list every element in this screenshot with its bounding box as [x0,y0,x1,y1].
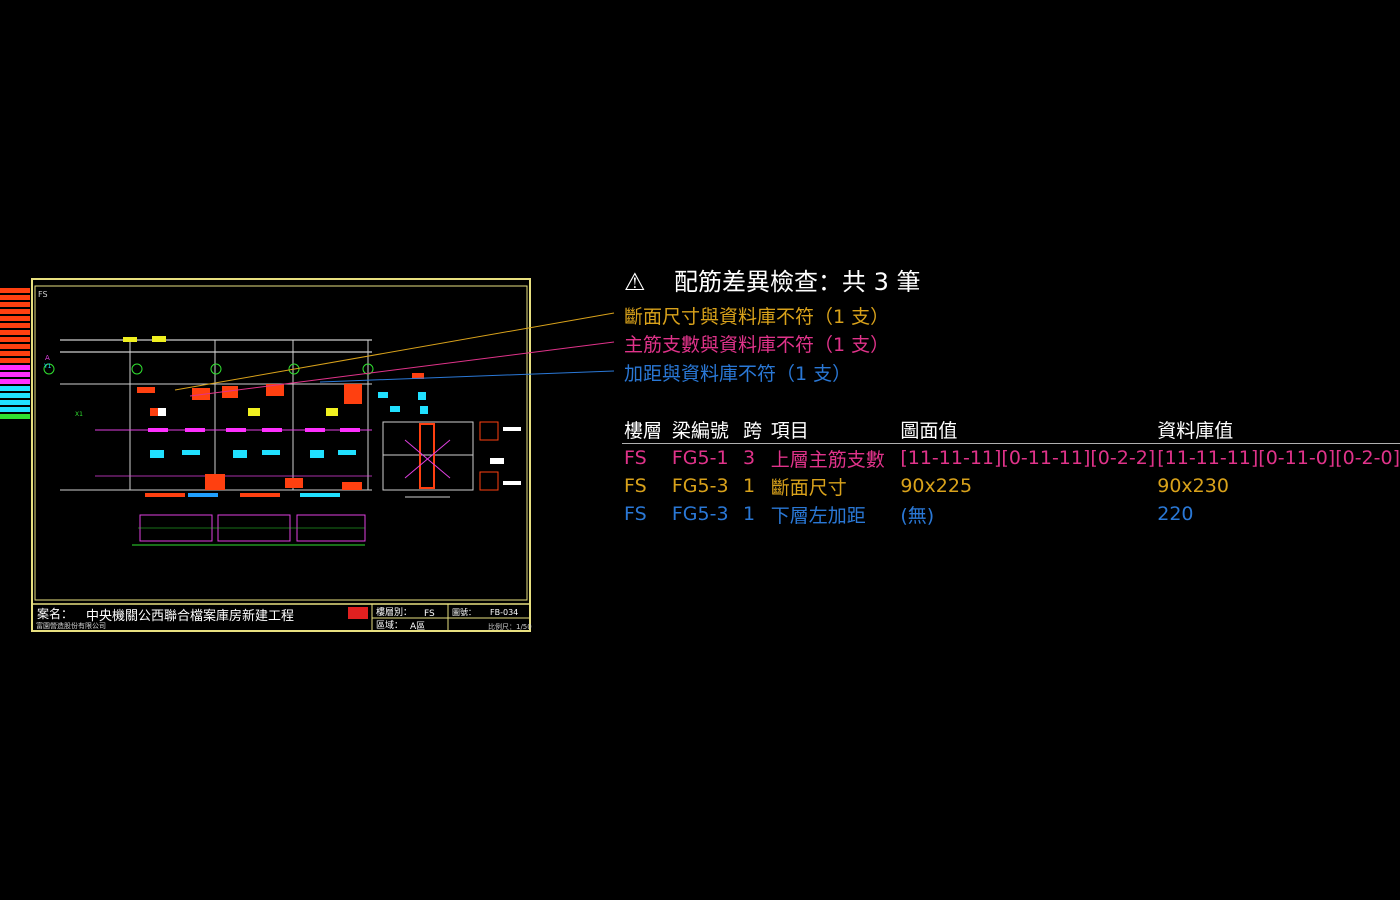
cell-beam-id: FG5-3 [671,475,729,497]
cell-span: 3 [743,447,756,469]
check-summary-title: ⚠ 配筋差異檢查：共 3 筆 [624,262,921,297]
cell-floor: FS [624,475,647,497]
layer-color-strip [0,288,30,421]
table-header-row: 樓層 梁編號 跨 項目 圖面值 資料庫值 [622,414,1400,444]
cell-database-value: 90x230 [1157,475,1229,497]
svg-text:區域：: 區域： [376,619,403,631]
beam-plan: A Y1 X1 [43,336,428,491]
col-header-beam-id: 梁編號 [671,420,729,442]
mismatch-message: 主筋支數與資料庫不符（1 支） [624,334,890,356]
sheet-label: FS [38,290,48,299]
svg-text:FB-034: FB-034 [490,608,518,617]
leader-main-bar-mismatch [189,341,615,397]
layer-swatch [0,337,30,342]
project-name: 中央機關公西聯合檔案庫房新建工程 [86,608,294,624]
layer-swatch [0,295,30,300]
sheet-outer-frame [31,278,531,632]
layer-swatch [0,365,30,370]
table-row: FS FG5-3 1 下層左加距 (無) 220 [622,500,1400,528]
layer-swatch [0,351,30,356]
svg-text:比例尺：1/50: 比例尺：1/50 [488,622,532,631]
layer-swatch [0,407,30,412]
svg-text:Y1: Y1 [43,363,52,370]
cell-database-value: 220 [1157,503,1194,525]
sheet-inner-frame [34,285,528,601]
column-section-detail [382,421,521,498]
layer-swatch [0,316,30,321]
cell-drawing-value: [11-11-11][0-11-11][0-2-2] [900,447,1156,469]
company-name: 富園營造股份有限公司 [36,621,106,630]
layer-swatch [0,288,30,293]
svg-text:圖號：: 圖號： [452,607,476,617]
layer-swatch [0,414,30,419]
cell-floor: FS [624,447,647,469]
layer-swatch [0,379,30,384]
cell-span: 1 [743,503,756,525]
project-label: 案名： [37,606,73,621]
col-header-drawing-value: 圖面值 [900,420,958,442]
leader-spacing-mismatch [319,370,615,383]
check-title-text: 配筋差異檢查：共 3 筆 [674,268,921,296]
cell-drawing-value: 90x225 [900,475,973,497]
layer-swatch [0,330,30,335]
table-row: FS FG5-1 3 上層主筋支數 [11-11-11][0-11-11][0-2-2]… [622,444,1400,473]
col-header-floor: 樓層 [624,420,663,442]
layer-swatch [0,302,30,307]
cell-item: 斷面尺寸 [770,476,847,499]
cell-item: 下層左加距 [770,504,866,527]
svg-text:X1: X1 [75,411,83,418]
warning-triangle-icon: ⚠ [624,268,646,296]
cell-drawing-value: (無) [900,504,935,527]
col-header-span: 跨 [743,420,763,442]
mismatch-message: 加距與資料庫不符（1 支） [624,363,852,385]
title-block: 案名： 中央機關公西聯合檔案庫房新建工程 富園營造股份有限公司 樓層別： FS … [32,603,532,632]
cell-beam-id: FG5-1 [671,447,729,469]
layer-swatch [0,358,30,363]
beam-section-details [132,493,366,546]
layer-swatch [0,386,30,391]
drawing-sheet: FS [31,278,615,632]
svg-text:FS: FS [424,609,435,619]
col-header-item: 項目 [770,420,809,442]
layer-swatch [0,309,30,314]
layer-swatch [0,372,30,377]
layer-swatch [0,400,30,405]
leader-section-mismatch [174,312,615,391]
layer-swatch [0,393,30,398]
rebar-difference-table: 樓層 梁編號 跨 項目 圖面值 資料庫值 FS FG5-1 3 上層主筋支數 [11-1… [622,414,1400,528]
cell-item: 上層主筋支數 [770,448,885,471]
layer-swatch [0,344,30,349]
svg-text:樓層別：: 樓層別： [376,606,412,618]
cell-beam-id: FG5-3 [671,503,729,525]
cell-database-value: [11-11-11][0-11-0][0-2-0] [1157,447,1400,469]
layer-swatch [0,323,30,328]
mismatch-message: 斷面尺寸與資料庫不符（1 支） [624,306,890,328]
cell-floor: FS [624,503,647,525]
table-row: FS FG5-3 1 斷面尺寸 90x225 90x230 [622,472,1400,500]
cell-span: 1 [743,475,756,497]
svg-text:A區: A區 [410,621,425,632]
svg-text:A: A [45,354,50,362]
col-header-database-value: 資料庫值 [1157,420,1234,442]
